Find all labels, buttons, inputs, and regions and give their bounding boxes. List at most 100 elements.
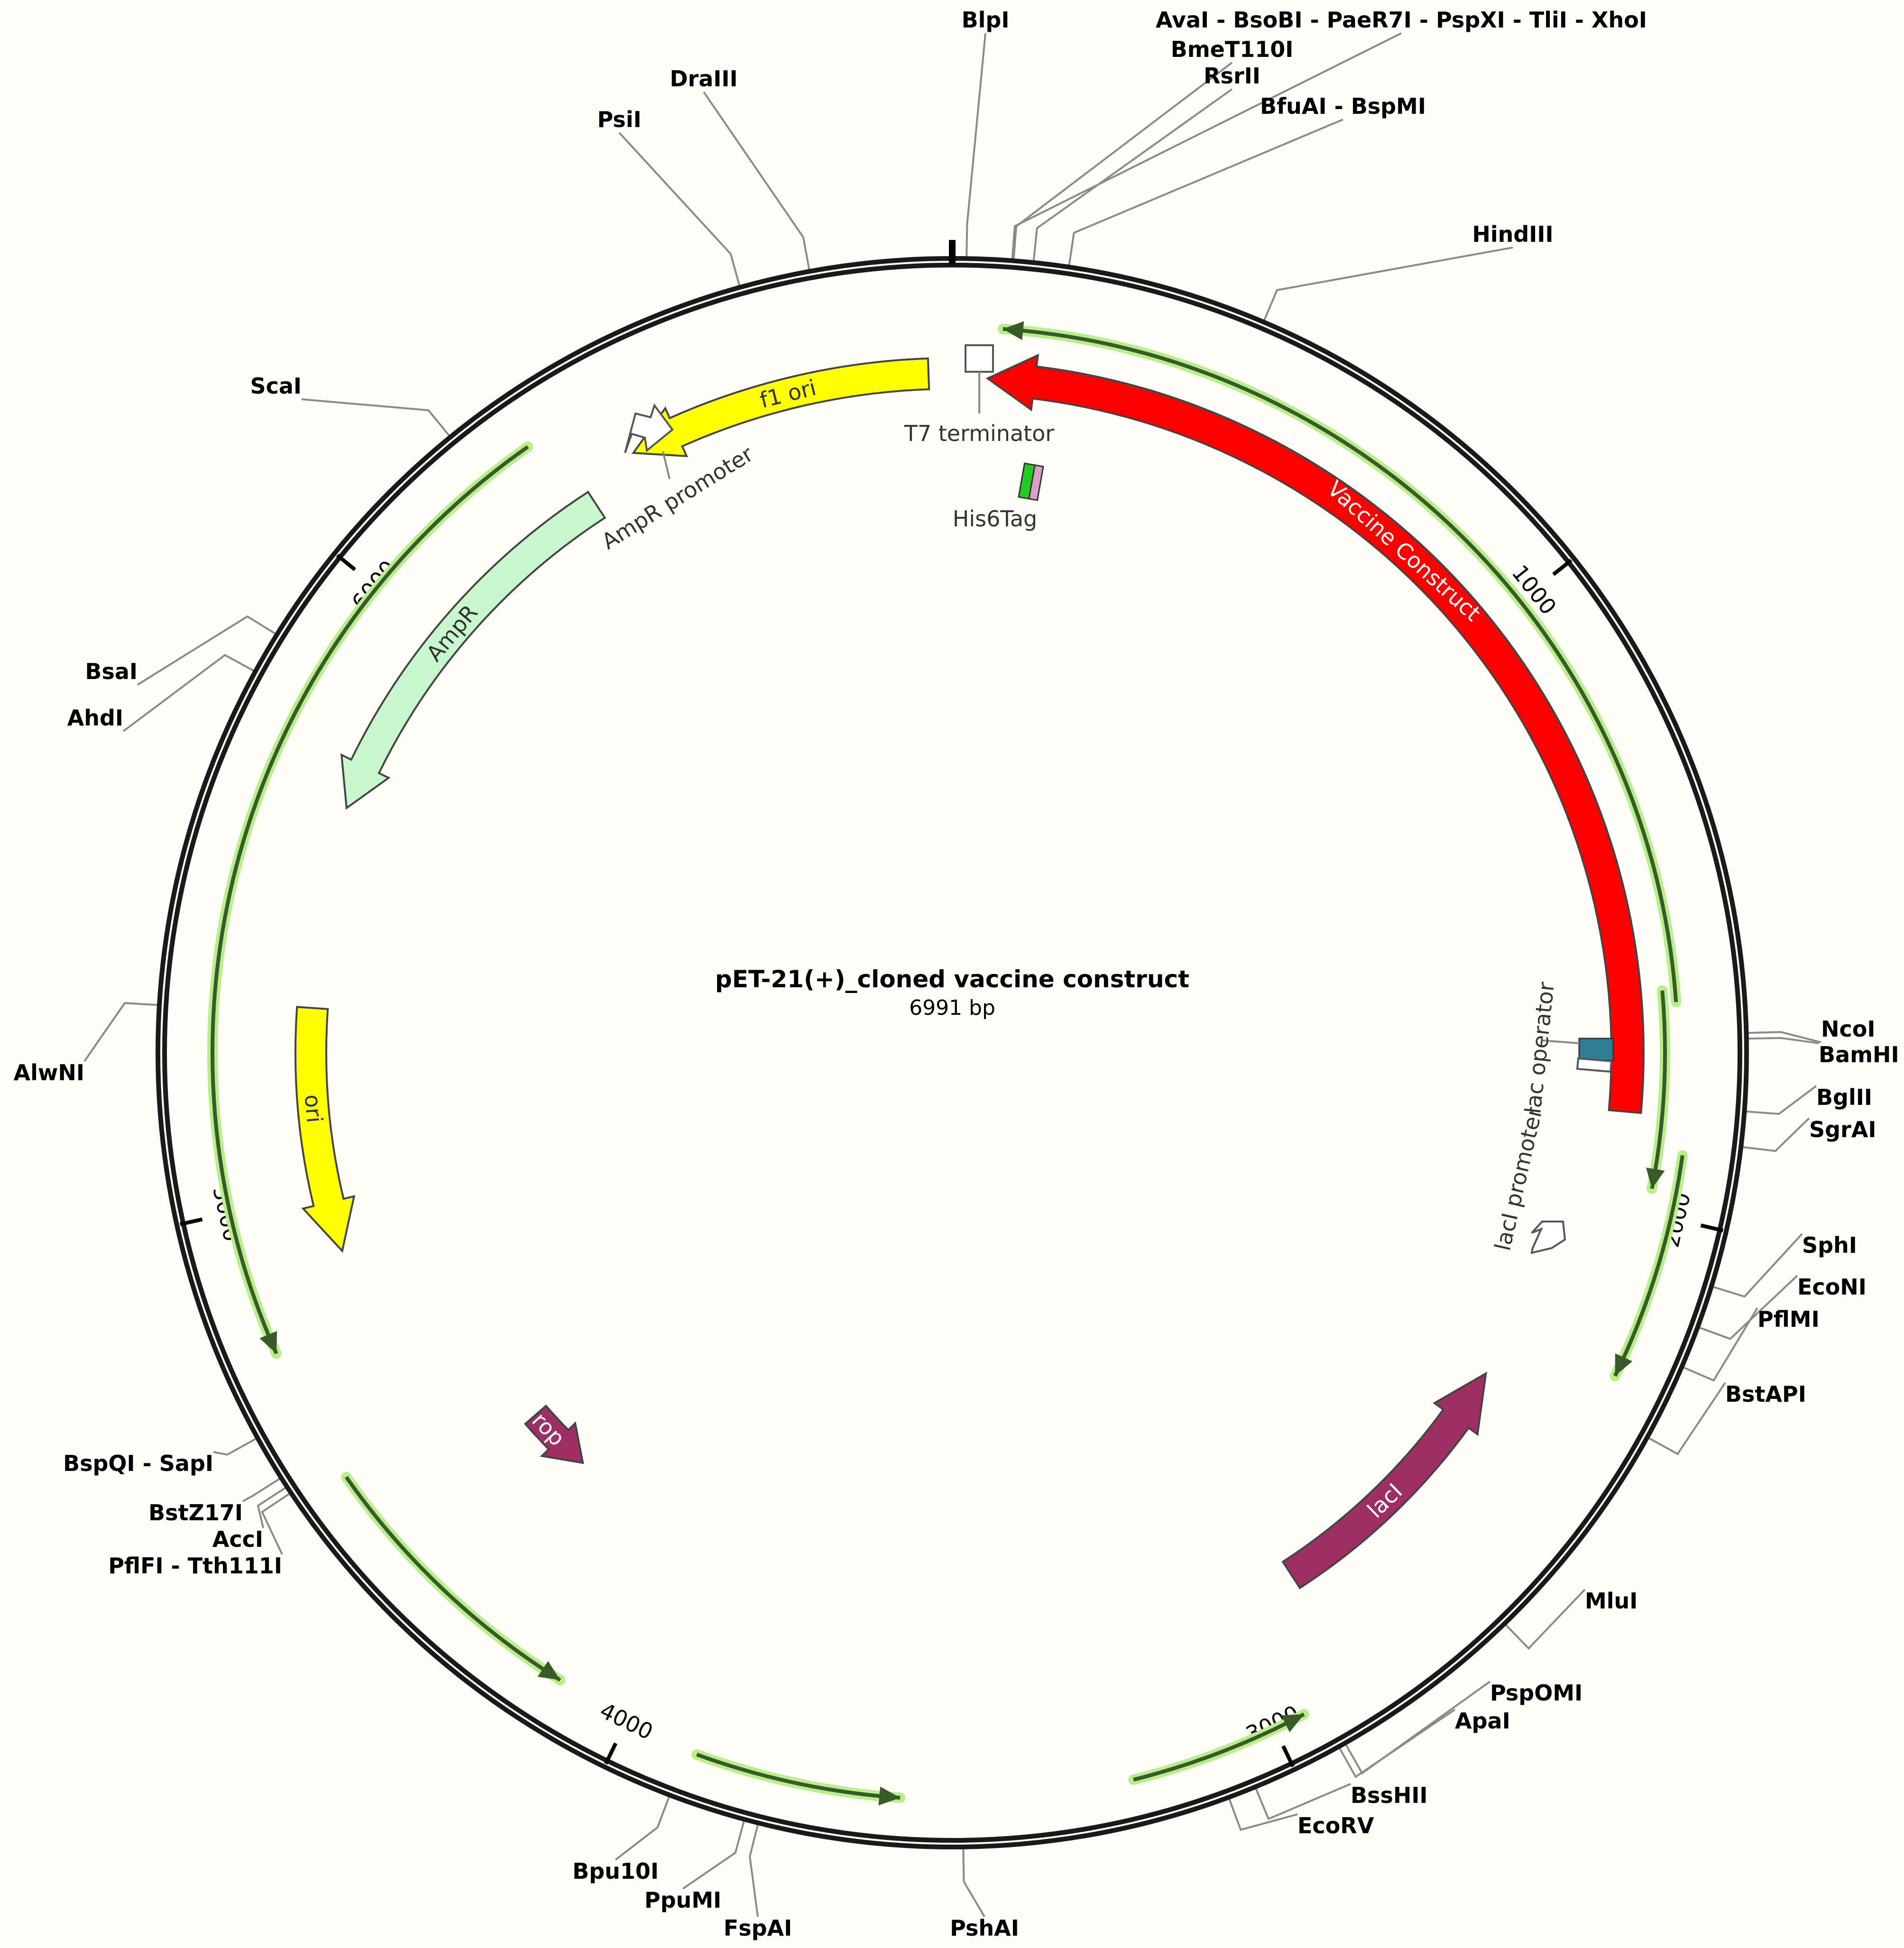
site-bsai[interactable]: BsaI <box>85 659 138 684</box>
site-scai[interactable]: ScaI <box>250 373 302 399</box>
site-sgrai[interactable]: SgrAI <box>1809 1117 1876 1142</box>
site-hindiii[interactable]: HindIII <box>1472 221 1553 247</box>
site-pspomi[interactable]: PspOMI <box>1490 1680 1582 1706</box>
tick-3000 <box>1281 1745 1295 1768</box>
site-apai[interactable]: ApaI <box>1455 1708 1510 1734</box>
leader-alwni <box>83 1002 159 1062</box>
leader-fspai <box>749 1823 759 1917</box>
backbone <box>156 240 1749 1849</box>
feature-label-ori: ori <box>300 1093 328 1124</box>
leader-scai <box>301 398 451 438</box>
site-alwni[interactable]: AlwNI <box>14 1060 84 1085</box>
site-bstz17i[interactable]: BstZ17I <box>148 1500 243 1525</box>
tick-2000 <box>1700 1223 1724 1232</box>
leader-rsrii <box>1032 88 1233 262</box>
his6tag[interactable]: His6Tag <box>953 462 1044 532</box>
feature-laci[interactable]: lacI <box>1281 1371 1488 1590</box>
site-bamhi[interactable]: BamHI <box>1819 1042 1899 1067</box>
leader-bmet110i <box>1012 62 1233 261</box>
site-econi[interactable]: EcoNI <box>1797 1274 1867 1300</box>
tick-1000 <box>1552 559 1573 576</box>
restriction-site-labels: BlpI AvaI - BsoBI - PaeR7I - PspXI - TliI… <box>14 7 1899 1941</box>
orf-arrows <box>207 321 1688 1806</box>
leader-bstapi <box>1647 1382 1726 1455</box>
site-bsshii[interactable]: BssHII <box>1351 1783 1428 1808</box>
leader-blpi <box>966 33 986 258</box>
site-psii[interactable]: PsiI <box>597 107 641 132</box>
feature-f1-ori[interactable]: f1 ori <box>631 357 930 458</box>
site-rsrii[interactable]: RsrII <box>1204 63 1260 89</box>
t7-terminator[interactable]: T7 terminator <box>904 344 1055 446</box>
site-sphi[interactable]: SphI <box>1802 1232 1857 1258</box>
orf-arrow[interactable] <box>207 441 533 1359</box>
leader-acci <box>257 1486 287 1528</box>
orf-arrow[interactable] <box>691 1749 906 1806</box>
site-bglii[interactable]: BglII <box>1816 1084 1872 1110</box>
leader-ahdi <box>122 654 256 732</box>
site-blpi[interactable]: BlpI <box>962 7 1010 33</box>
leader-pflfi-tth111i <box>261 1492 291 1555</box>
plasmid-length: 6991 bp <box>909 996 995 1020</box>
site-pshai[interactable]: PshAI <box>950 1915 1019 1941</box>
leader-bfuai-bspmi <box>1068 119 1343 267</box>
orf-arrow[interactable] <box>1610 1150 1688 1381</box>
feature-arrow-ampr <box>340 490 607 810</box>
tick-6000 <box>336 553 356 571</box>
site-pflmi[interactable]: PflMI <box>1757 1306 1820 1332</box>
orf-arrow[interactable] <box>341 1471 566 1685</box>
leader-psii <box>618 132 741 287</box>
his6tag-label: His6Tag <box>953 506 1037 532</box>
tick-5000 <box>179 1217 203 1226</box>
site-mlui[interactable]: MluI <box>1585 1588 1637 1614</box>
feature-arrow-rop <box>524 1404 584 1464</box>
tick-4000 <box>604 1742 617 1765</box>
feature-arrow-vaccine-construct <box>985 353 1645 1114</box>
feature-ori[interactable]: ori <box>294 1006 356 1253</box>
leader-econi <box>1698 1275 1798 1340</box>
site-ecorv[interactable]: EcoRV <box>1297 1813 1374 1838</box>
orf-arrow[interactable] <box>997 321 1682 1008</box>
site-pflfi-tth111i[interactable]: PflFI - Tth111I <box>108 1553 282 1579</box>
site-draiii[interactable]: DraIII <box>670 66 737 92</box>
leader-bsshii <box>1254 1783 1351 1820</box>
leader-sphi <box>1711 1233 1803 1298</box>
leader-bspqi-sapi <box>213 1437 258 1456</box>
site-acci[interactable]: AccI <box>212 1526 263 1552</box>
orf-arrow[interactable] <box>1646 985 1670 1194</box>
orf-arrow[interactable] <box>1128 1709 1309 1785</box>
site-bstapi[interactable]: BstAPI <box>1725 1381 1806 1407</box>
leader-bpu10i <box>615 1795 671 1861</box>
feature-arrow-ori <box>294 1006 356 1253</box>
feature-arrow-laci <box>1281 1371 1488 1590</box>
site-fspai[interactable]: FspAI <box>724 1915 792 1941</box>
leader-avai-bsobi-paer7i-pspxi-tlii-xhoi <box>1011 32 1402 260</box>
site-bspqi-sapi[interactable]: BspQI - SapI <box>63 1451 213 1476</box>
feature-arrow-f1-ori <box>631 357 930 458</box>
leader-pflmi <box>1682 1307 1758 1382</box>
leader-bamhi <box>1747 1037 1819 1044</box>
leader-ecorv <box>1228 1797 1298 1831</box>
leader-pshai <box>962 1847 985 1918</box>
site-leaders <box>83 32 1821 1918</box>
leader-apai <box>1338 1709 1456 1778</box>
site-bmet110i[interactable]: BmeT110I <box>1171 37 1294 62</box>
site-avai-bsobi-paer7i-pspxi-tlii-xhoi[interactable]: AvaI - BsoBI - PaeR7I - PspXI - TliI - X… <box>1156 7 1647 33</box>
plasmid-name: pET-21(+)_cloned vaccine construct <box>715 965 1189 993</box>
site-bpu10i[interactable]: Bpu10I <box>572 1858 659 1884</box>
leader-draiii <box>703 91 810 271</box>
site-bfuai-bspmi[interactable]: BfuAI - BspMI <box>1260 93 1426 119</box>
leader-sgrai <box>1741 1117 1810 1152</box>
site-ppumi[interactable]: PpuMI <box>644 1887 721 1913</box>
leader-ppumi <box>682 1819 745 1890</box>
leader-bstz17i <box>242 1477 282 1502</box>
leader-mlui <box>1504 1589 1586 1650</box>
leader-ncoi <box>1747 1031 1821 1043</box>
site-ncoi[interactable]: NcoI <box>1821 1016 1875 1042</box>
t7-terminator-label: T7 terminator <box>904 421 1055 446</box>
site-ahdi[interactable]: AhdI <box>67 705 123 731</box>
leader-bsai <box>137 615 277 686</box>
leader-hindiii <box>1262 247 1513 322</box>
